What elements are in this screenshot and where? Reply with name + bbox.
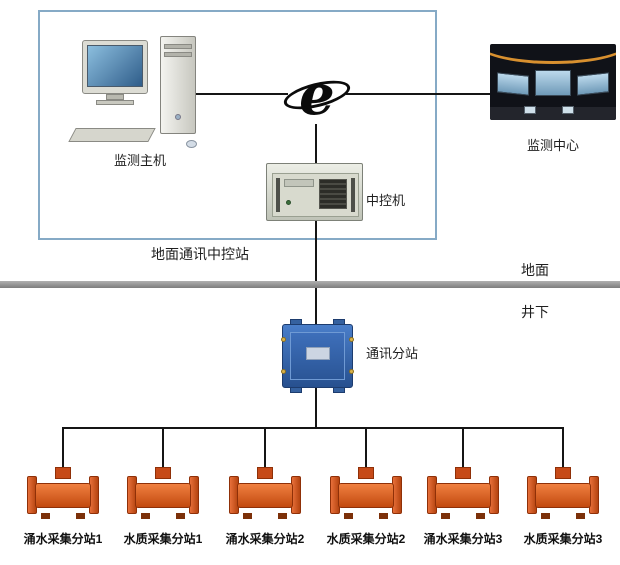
sensor-device-5 xyxy=(425,467,501,523)
sensor-foot xyxy=(243,513,252,519)
console-desk xyxy=(490,107,616,120)
sensor-body xyxy=(338,483,394,508)
sensor-device-1 xyxy=(25,467,101,523)
cable-gland xyxy=(281,337,286,342)
cable-gland xyxy=(281,369,286,374)
pc-drive-bay xyxy=(164,52,192,57)
connector-internet-to-controller xyxy=(315,94,317,166)
sensor-top-port xyxy=(55,467,71,479)
ground-station-frame xyxy=(38,10,437,240)
sensor-foot xyxy=(541,513,550,519)
sensor-label-6: 水质采集分站3 xyxy=(523,532,603,546)
sensor-top-port xyxy=(155,467,171,479)
sensor-top-port xyxy=(257,467,273,479)
mount-ear xyxy=(290,319,302,325)
underground-zone-label: 井下 xyxy=(521,304,549,320)
sensor-foot xyxy=(141,513,150,519)
sensor-label-1: 涌水采集分站1 xyxy=(23,532,103,546)
video-wall-panel xyxy=(577,72,609,96)
substation-name-plate xyxy=(306,347,330,360)
drop-line-2 xyxy=(162,427,164,469)
sensor-foot xyxy=(476,513,485,519)
pc-stand xyxy=(106,94,124,100)
surface-zone-label: 地面 xyxy=(521,262,549,278)
pc-screen xyxy=(87,45,143,87)
monitoring-center-label: 监测中心 xyxy=(526,138,579,153)
sensor-body xyxy=(237,483,293,508)
sensor-top-port xyxy=(555,467,571,479)
sensor-foot xyxy=(76,513,85,519)
sensor-label-2: 水质采集分站1 xyxy=(123,532,203,546)
sensor-device-6 xyxy=(525,467,601,523)
cable-gland xyxy=(349,369,354,374)
sensor-body xyxy=(535,483,591,508)
sensor-body xyxy=(435,483,491,508)
ceiling-light-arc xyxy=(490,44,616,64)
ground-station-label: 地面通讯中控站 xyxy=(151,246,249,262)
sensor-label-5: 涌水采集分站3 xyxy=(423,532,503,546)
drop-line-5 xyxy=(462,427,464,469)
rack-vent xyxy=(319,179,347,209)
internet-icon: e xyxy=(281,62,353,128)
mount-ear xyxy=(333,387,345,393)
monitoring-host-label: 监测主机 xyxy=(113,153,166,168)
rack-drive-slot xyxy=(284,179,314,187)
sensor-label-4: 水质采集分站2 xyxy=(326,532,406,546)
cable-gland xyxy=(349,337,354,342)
sensor-foot xyxy=(379,513,388,519)
sensor-label-3: 涌水采集分站2 xyxy=(225,532,305,546)
sensor-device-4 xyxy=(328,467,404,523)
comm-substation-label: 通讯分站 xyxy=(366,346,419,361)
drop-line-3 xyxy=(264,427,266,469)
drop-line-4 xyxy=(365,427,367,469)
sensor-foot xyxy=(576,513,585,519)
monitoring-host-figure xyxy=(68,36,206,154)
sensor-foot xyxy=(278,513,287,519)
pc-keyboard xyxy=(68,128,156,142)
sensor-device-2 xyxy=(125,467,201,523)
internet-icon-glyph: e xyxy=(299,62,335,128)
drop-line-1 xyxy=(62,427,64,469)
mount-ear xyxy=(290,387,302,393)
video-wall-panel xyxy=(535,70,571,96)
sensor-foot xyxy=(344,513,353,519)
sensor-body xyxy=(35,483,91,508)
pc-power-button xyxy=(175,114,181,120)
sensor-foot xyxy=(441,513,450,519)
comm-substation-figure xyxy=(281,319,354,393)
video-wall-panel xyxy=(497,72,529,96)
sensor-top-port xyxy=(358,467,374,479)
console-monitor xyxy=(524,106,536,114)
mount-ear xyxy=(333,319,345,325)
connector-substation-to-bus xyxy=(315,386,317,429)
rack-handle-right xyxy=(351,178,355,212)
sensor-foot xyxy=(176,513,185,519)
bus-line xyxy=(62,427,564,429)
rack-handle-left xyxy=(276,178,280,212)
rack-power-led xyxy=(286,200,291,205)
pc-drive-bay xyxy=(164,44,192,49)
sensor-body xyxy=(135,483,191,508)
sensor-device-3 xyxy=(227,467,303,523)
central-controller-figure xyxy=(266,163,363,221)
surface-divider-bar xyxy=(0,281,620,288)
connector-controller-to-substation xyxy=(315,219,317,326)
central-controller-label: 中控机 xyxy=(366,193,406,208)
sensor-top-port xyxy=(455,467,471,479)
console-monitor xyxy=(562,106,574,114)
pc-stand-base xyxy=(96,100,134,105)
pc-mouse xyxy=(186,140,197,148)
drop-line-6 xyxy=(562,427,564,469)
sensor-foot xyxy=(41,513,50,519)
monitoring-center-image xyxy=(490,44,616,120)
